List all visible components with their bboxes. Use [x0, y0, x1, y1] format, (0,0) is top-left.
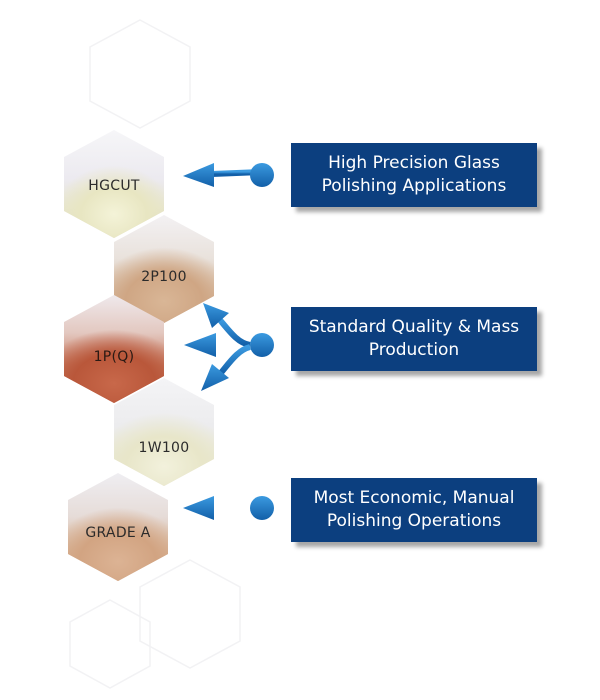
- arrow-origin-dot: [250, 163, 274, 187]
- arrow-to-grade-a: [183, 496, 274, 520]
- application-box-high-precision: High Precision Glass Polishing Applicati…: [291, 143, 537, 207]
- product-label-hgcut: HGCUT: [88, 178, 140, 194]
- arrow-origin-dot: [250, 333, 274, 357]
- application-line: Polishing Applications: [321, 176, 507, 196]
- application-line: Production: [368, 340, 460, 360]
- application-line: Standard Quality & Mass: [308, 317, 520, 337]
- product-label-grade-a: GRADE A: [85, 525, 151, 541]
- arrow-to-hgcut: [183, 163, 274, 187]
- arrow-triple-split: [184, 303, 274, 391]
- product-hex-1w100: 1W100: [114, 378, 214, 486]
- arrow-origin-dot: [250, 496, 274, 520]
- product-label-1w100: 1W100: [138, 440, 190, 456]
- application-box-standard-quality: Standard Quality & Mass Production: [291, 307, 537, 371]
- application-line: High Precision Glass: [328, 153, 500, 173]
- application-box-most-economic: Most Economic, Manual Polishing Operatio…: [291, 478, 537, 542]
- application-line: Most Economic, Manual: [313, 488, 515, 508]
- application-line: Polishing Operations: [326, 511, 502, 531]
- product-label-1pq: 1P(Q): [93, 349, 135, 365]
- product-label-2p100: 2P100: [141, 269, 187, 285]
